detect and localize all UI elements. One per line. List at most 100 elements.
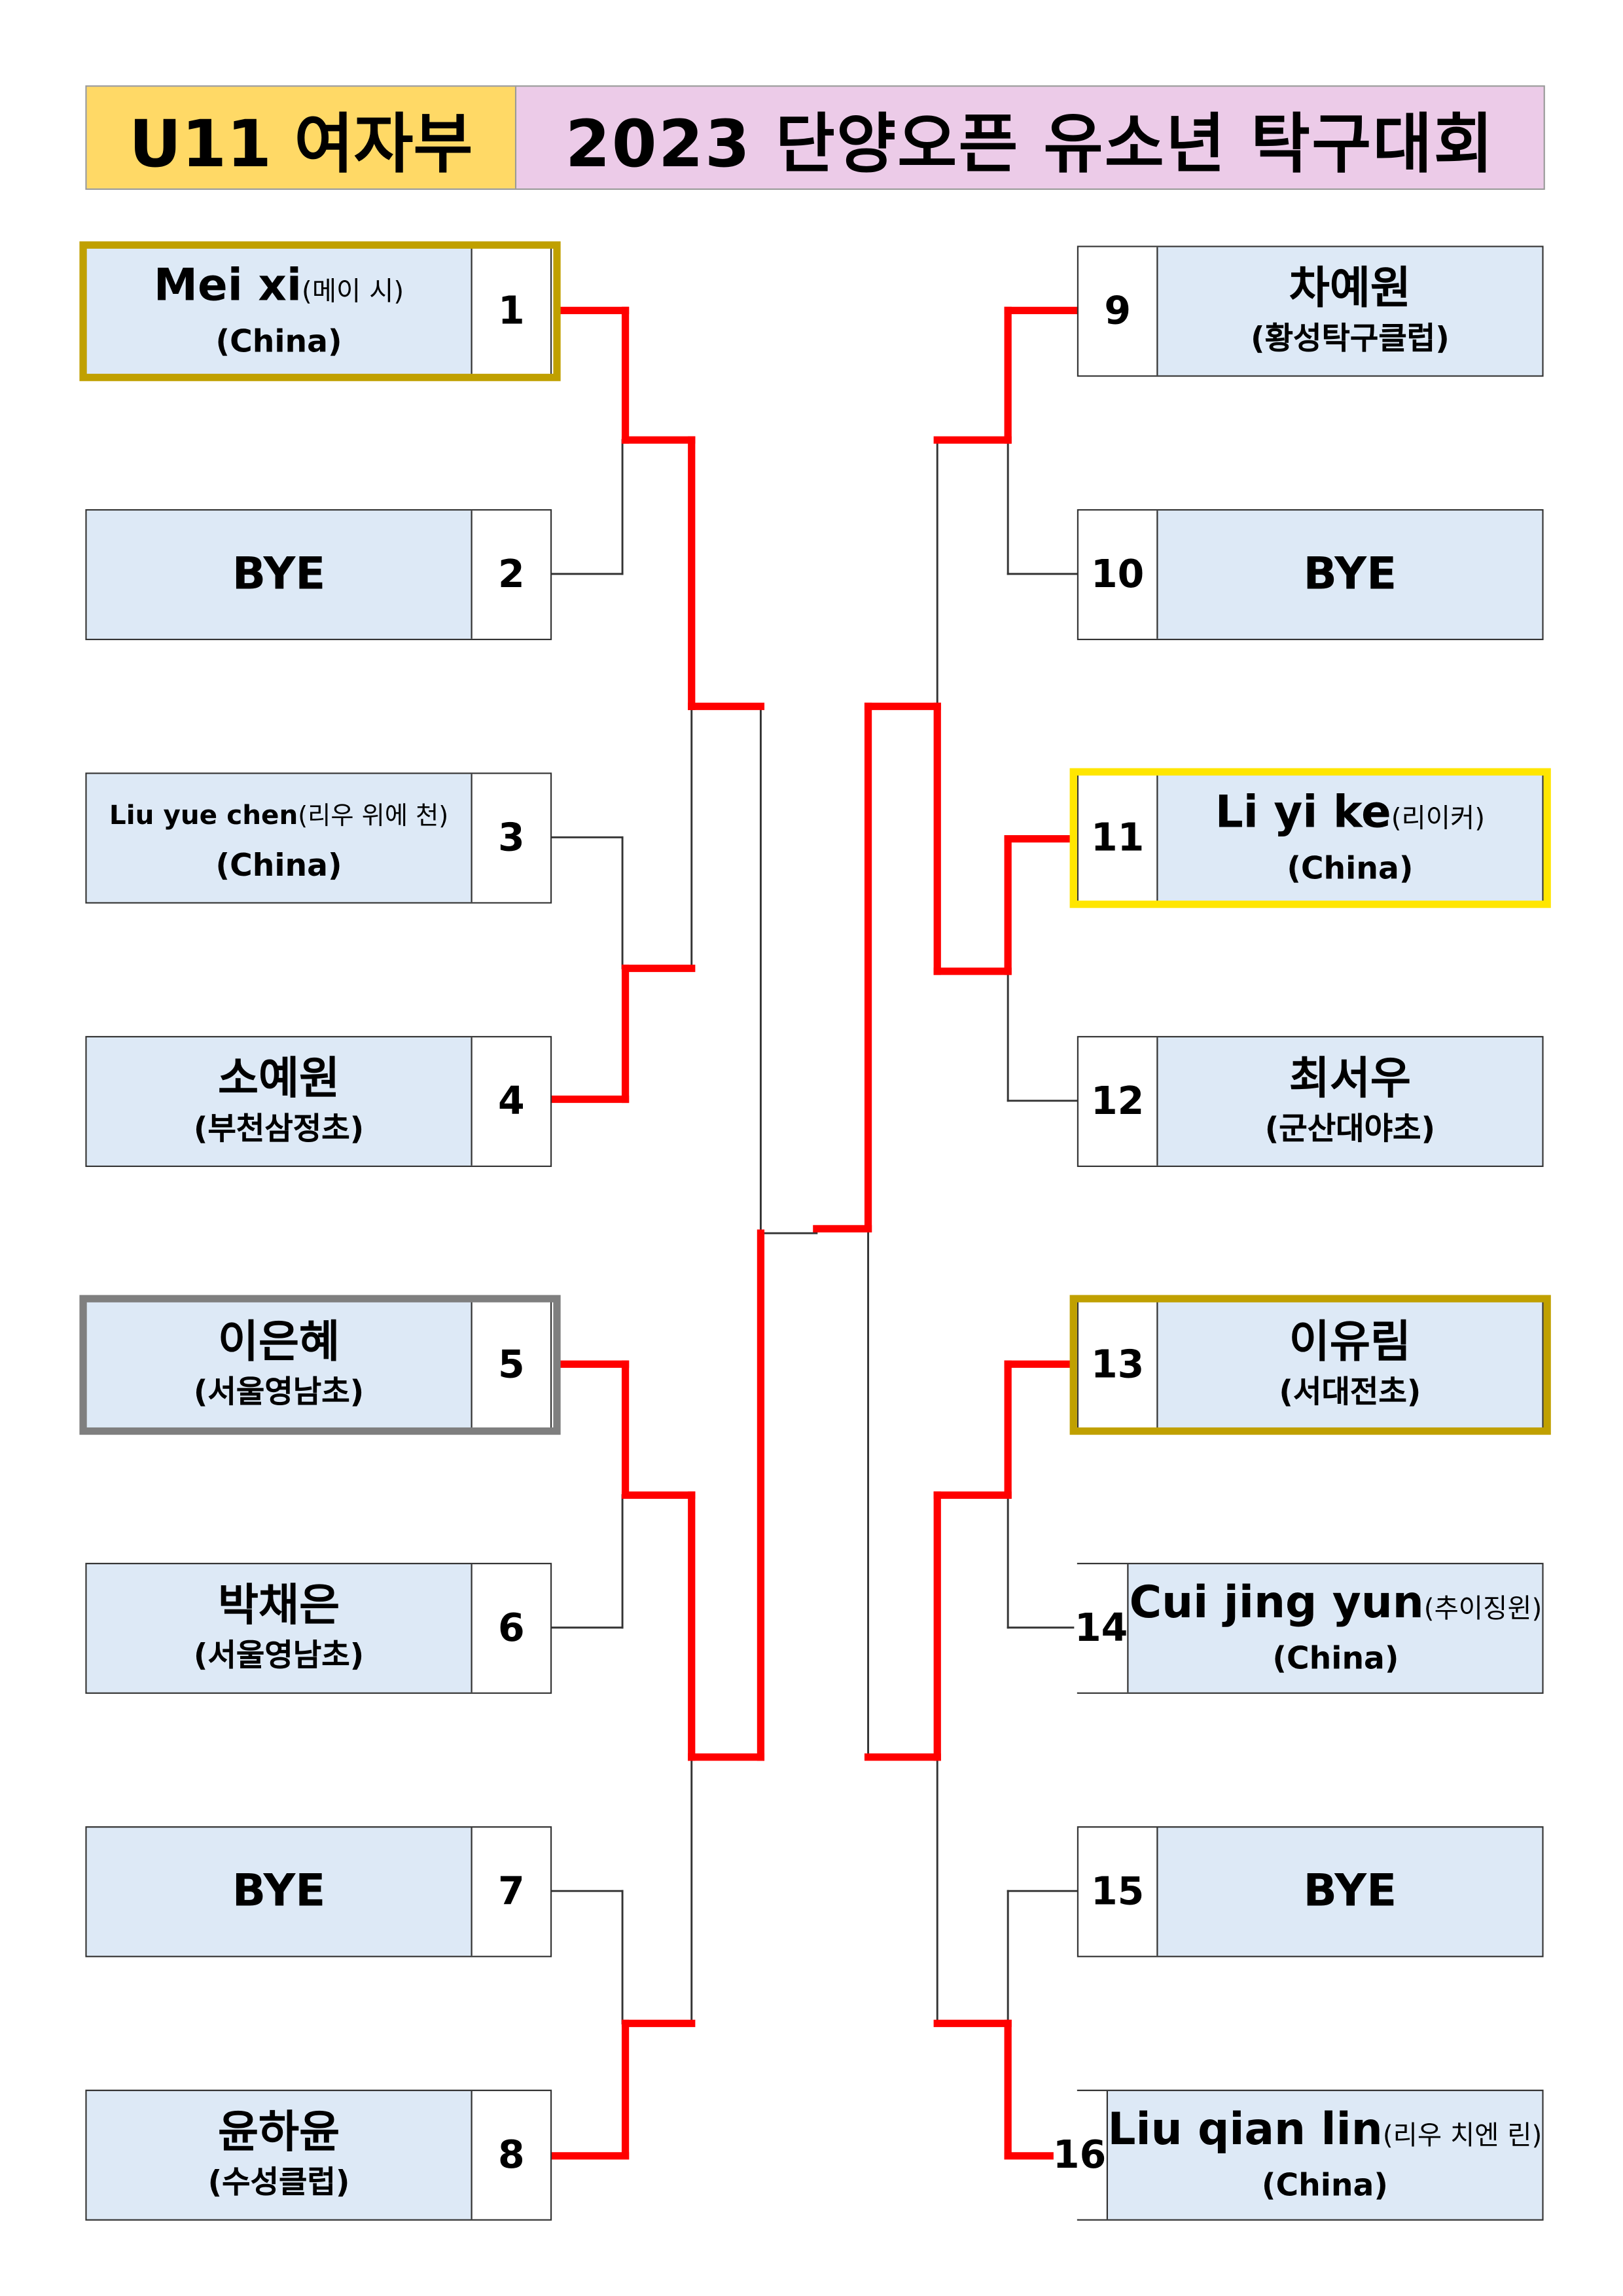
player-slot-3: Liu yue chen(리우 위에 천) (China) 3 (85, 772, 552, 904)
player-team: (China) (215, 846, 342, 882)
player-name: 이유림 (1289, 1316, 1411, 1369)
player-team: (부천삼정초) (193, 1110, 365, 1146)
player-name-cell: BYE (86, 1827, 471, 1956)
player-name-cell: 윤하윤 (수성클럽) (86, 2090, 471, 2219)
player-name-cell: BYE (1158, 1827, 1543, 1956)
player-team: (China) (215, 323, 342, 359)
player-slot-2: BYE 2 (85, 509, 552, 641)
seed-number: 7 (471, 1827, 550, 1956)
player-slot-11: Li yi ke(리이커) (China) 11 (1077, 772, 1544, 904)
seed-number: 3 (471, 774, 550, 903)
seed-number: 4 (471, 1037, 550, 1166)
player-name-cell: Mei xi(메이 시) (China) (86, 247, 471, 376)
player-slot-6: 박채은 (서울영남초) 6 (85, 1562, 552, 1694)
highlight-frame-gold (1069, 1295, 1551, 1435)
seed-number: 2 (471, 511, 550, 639)
player-name-text: Cui jing yun (1129, 1577, 1424, 1628)
player-slot-12: 최서우 (군산대야초) 12 (1077, 1035, 1544, 1167)
player-name: 윤하윤 (218, 2107, 340, 2160)
player-slot-7: BYE 7 (85, 1826, 552, 1958)
player-name-korean: (리우 위에 천) (298, 801, 449, 831)
seed-number: 16 (1052, 2090, 1108, 2219)
player-slot-9: 차예원 (황성탁구클럽) 9 (1077, 245, 1544, 377)
player-name-cell: 이은혜 (서울영남초) (86, 1300, 471, 1429)
highlight-frame-gray (79, 1295, 561, 1435)
highlight-frame-gold (79, 241, 561, 382)
bye-label: BYE (232, 1865, 326, 1918)
player-slot-15: BYE 15 (1077, 1826, 1544, 1958)
player-name-text: 이은혜 (217, 1316, 340, 1368)
player-slot-14: Cui jing yun(추이징윈) (China) 14 (1074, 1562, 1544, 1694)
seed-number: 6 (471, 1564, 550, 1693)
player-slot-8: 윤하윤 (수성클럽) 8 (85, 2089, 552, 2221)
player-slot-10: BYE 10 (1077, 509, 1544, 641)
player-slot-5: 이은혜 (서울영남초) 5 (85, 1299, 552, 1431)
player-name-text: 윤하윤 (217, 2106, 340, 2159)
player-name-text: 박채은 (217, 1579, 340, 1632)
player-name-text: 차예원 (1289, 262, 1412, 315)
highlight-frame-yellow (1069, 768, 1551, 908)
bye-label: BYE (1303, 548, 1397, 601)
player-team: (China) (1261, 2166, 1388, 2202)
player-name-cell: 소예원 (부천삼정초) (86, 1037, 471, 1166)
player-name-cell: 이유림 (서대전초) (1158, 1300, 1543, 1429)
player-name: 소예원 (218, 1053, 340, 1106)
player-team: (군산대야초) (1264, 1110, 1436, 1146)
player-name: Li yi ke(리이커) (1215, 787, 1485, 846)
player-name-korean: (리우 치엔 린) (1382, 2119, 1543, 2151)
player-name-text: Li yi ke (1215, 786, 1391, 838)
player-team: (황성탁구클럽) (1250, 320, 1450, 355)
player-name-korean: (리이커) (1391, 802, 1486, 834)
category-title: U11 여자부 (86, 86, 517, 188)
seed-number: 15 (1079, 1827, 1158, 1956)
seed-number: 11 (1079, 774, 1158, 903)
bye-label: BYE (232, 548, 326, 601)
player-name-cell: Li yi ke(리이커) (China) (1158, 774, 1543, 903)
seed-number: 5 (471, 1300, 550, 1429)
player-name: Liu yue chen(리우 위에 천) (109, 789, 448, 842)
title-bar: U11 여자부 2023 단양오픈 유소년 탁구대회 (85, 85, 1545, 190)
seed-number: 1 (471, 247, 550, 376)
player-name: Cui jing yun(추이징윈) (1130, 1577, 1543, 1636)
player-name-text: 최서우 (1289, 1052, 1412, 1105)
event-title: 2023 단양오픈 유소년 탁구대회 (516, 86, 1544, 188)
player-team: (서대전초) (1279, 1373, 1421, 1409)
player-name-text: 소예원 (217, 1052, 340, 1105)
seed-number: 9 (1079, 247, 1158, 376)
player-name-cell: 박채은 (서울영남초) (86, 1564, 471, 1693)
player-name-text: Liu qian lin (1107, 2104, 1383, 2155)
seed-number: 12 (1079, 1037, 1158, 1166)
player-team: (서울영남초) (193, 1373, 365, 1409)
bye-label: BYE (1303, 1865, 1397, 1918)
player-name-korean: (메이 시) (302, 276, 404, 307)
player-name: Liu qian lin(리우 치엔 린) (1108, 2104, 1543, 2162)
player-team: (China) (1287, 850, 1414, 886)
player-name: 최서우 (1289, 1053, 1411, 1106)
player-name-cell: BYE (86, 511, 471, 639)
player-team: (China) (1272, 1640, 1399, 1676)
player-name: 차예원 (1289, 262, 1411, 315)
player-name: 박채은 (218, 1580, 340, 1633)
player-slot-13: 이유림 (서대전초) 13 (1077, 1299, 1544, 1431)
seed-number: 13 (1079, 1300, 1158, 1429)
player-name-cell: Cui jing yun(추이징윈) (China) (1129, 1564, 1543, 1693)
seed-number: 10 (1079, 511, 1158, 639)
player-name-cell: 차예원 (황성탁구클럽) (1158, 247, 1543, 376)
player-team: (수성클럽) (207, 2164, 350, 2200)
player-name-cell: Liu qian lin(리우 치엔 린) (China) (1107, 2090, 1543, 2219)
player-name-cell: 최서우 (군산대야초) (1158, 1037, 1543, 1166)
player-name-text: Liu yue chen (109, 800, 298, 831)
player-name: Mei xi(메이 시) (154, 260, 404, 319)
player-name-cell: Liu yue chen(리우 위에 천) (China) (86, 774, 471, 903)
player-name-cell: BYE (1158, 511, 1543, 639)
player-name-text: 이유림 (1289, 1316, 1412, 1368)
player-slot-4: 소예원 (부천삼정초) 4 (85, 1035, 552, 1167)
seed-number: 14 (1074, 1564, 1130, 1693)
player-name-korean: (추이징윈) (1423, 1592, 1543, 1624)
player-team: (서울영남초) (193, 1637, 365, 1673)
player-slot-16: Liu qian lin(리우 치엔 린) (China) 16 (1052, 2089, 1544, 2221)
player-name: 이은혜 (218, 1316, 340, 1369)
seed-number: 8 (471, 2090, 550, 2219)
